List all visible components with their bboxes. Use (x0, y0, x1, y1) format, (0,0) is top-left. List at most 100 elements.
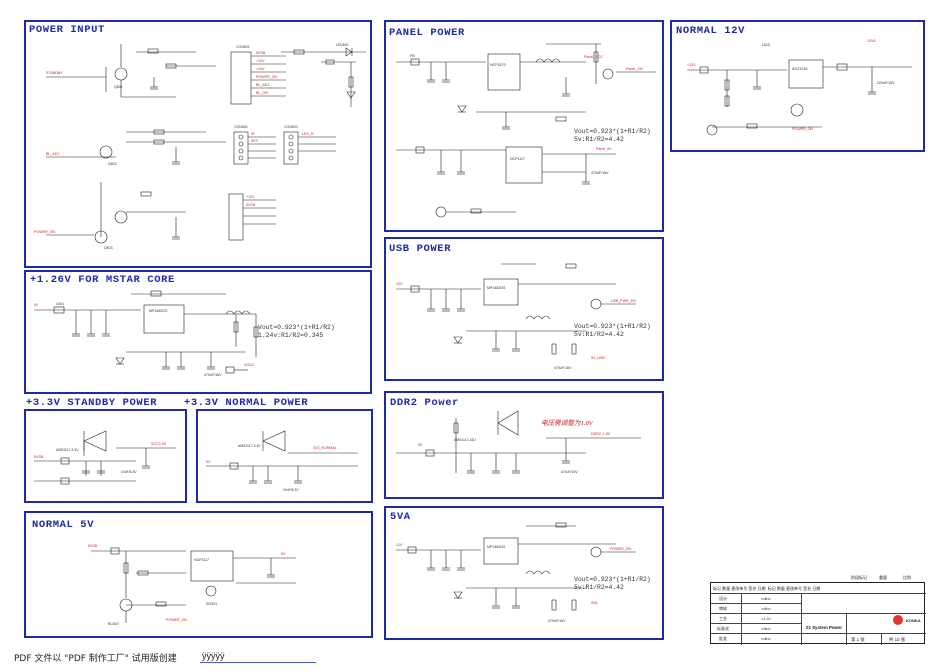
svg-text:NCP3170: NCP3170 (490, 63, 506, 67)
svg-text:LED_R: LED_R (302, 132, 314, 136)
svg-text:5V: 5V (34, 303, 39, 307)
svg-text:+12V: +12V (246, 195, 255, 199)
svg-text:12V: 12V (396, 282, 403, 286)
tb-headers: 标记 数量 更改单号 签名 日期 标记 数量 更改单号 签名 日期 (713, 586, 821, 591)
panel-power-circuit: NCP3170 NCP1117 FB 470uF/16V Panel_VCC P… (396, 43, 656, 218)
svg-text:POWER_ON: POWER_ON (792, 127, 813, 131)
svg-text:BL_ON: BL_ON (256, 91, 268, 95)
svg-text:POWER_ON: POWER_ON (34, 230, 55, 234)
svg-text:5V_USB: 5V_USB (591, 356, 605, 360)
svg-text:NCP1117: NCP1117 (194, 558, 209, 562)
tb-row-label: 审核 (719, 606, 727, 611)
svg-text:5VSB: 5VSB (34, 455, 44, 459)
tb-row-label: 工艺 (719, 616, 727, 621)
svg-text:3V3_NORMAL: 3V3_NORMAL (313, 446, 337, 450)
svg-text:5V: 5V (206, 460, 211, 464)
svg-text:AMS1117-3.3V: AMS1117-3.3V (238, 444, 261, 448)
block-normal-33: AMS1117-3.3V 10uF/6.3V 5V 3V3_NORMAL (196, 409, 373, 503)
svg-text:NCP1117: NCP1117 (510, 157, 525, 161)
svg-text:Panel_5V: Panel_5V (596, 147, 612, 151)
svg-text:220uF/16V: 220uF/16V (877, 81, 895, 85)
pdf-footer-link[interactable]: ÿÿÿÿÿ (202, 651, 225, 661)
svg-text:+12V: +12V (256, 59, 265, 63)
block-standby-33: AMS1117-3.3V 10uF/6.3V 5VSB VCC3.3V (24, 409, 187, 503)
svg-text:470uF/16V: 470uF/16V (554, 366, 572, 370)
svg-text:5VSB: 5VSB (88, 544, 98, 548)
tb-row-label: 批准 (719, 636, 727, 641)
svg-text:POWER_ON: POWER_ON (256, 75, 277, 79)
ddr2-note: 电压需调整为1.8V (541, 420, 593, 427)
standby-33-title: +3.3V STANDBY POWER (26, 397, 158, 409)
vout-formula: Vout=0.923*(1+R1/R2) 5v:R1/R2=4.42 (574, 323, 651, 338)
svg-text:MP1482DS: MP1482DS (149, 309, 168, 313)
svg-text:AOZ1016: AOZ1016 (792, 67, 807, 71)
block-title: PANEL POWER (389, 27, 465, 39)
page-number: 第 1 张 (851, 637, 865, 642)
block-panel-power: PANEL POWER Vout=0.923*(1+R1/R2) 5v:R1/R… (384, 20, 664, 232)
svg-text:12VA: 12VA (867, 39, 876, 43)
va5-circuit: MP1482DS 470uF/16V 12V 5VA POWER_ON (396, 522, 636, 623)
block-title: NORMAL 12V (676, 25, 746, 37)
tb-row-value: <dln> (761, 636, 772, 641)
tb-row-value: <1.0> (761, 616, 772, 621)
tb-row-label: 标准化 (717, 626, 729, 631)
svg-text:470uF/16V: 470uF/16V (591, 171, 609, 175)
svg-text:AMS1117-ADJ: AMS1117-ADJ (454, 438, 476, 442)
svg-text:MP1482DS: MP1482DS (487, 286, 506, 290)
block-title: 5VA (390, 511, 411, 523)
svg-text:12V: 12V (396, 543, 403, 547)
block-ddr2: DDR2 Power 电压需调整为1.8V AMS11 (384, 391, 664, 499)
svg-text:MP1482DS: MP1482DS (487, 545, 506, 549)
normal-33-circuit: AMS1117-3.3V 10uF/6.3V 5V 3V3_NORMAL (206, 430, 358, 492)
block-mstar-core: +1.26V FOR MSTAR CORE Vout=0.923*(1+R1/R… (24, 270, 372, 394)
svg-text:USB_PWR_EN: USB_PWR_EN (611, 299, 636, 303)
normal-33-title: +3.3V NORMAL POWER (184, 397, 309, 409)
svg-text:5VA: 5VA (591, 601, 598, 605)
svg-text:10uF/6.3V: 10uF/6.3V (121, 470, 137, 474)
block-title: DDR2 Power (390, 397, 460, 409)
svg-text:VCC3.3V: VCC3.3V (151, 442, 167, 446)
normal-12v-circuit: AOZ1016 L610 220uF/16V +12V 12VA POWER_O… (687, 39, 912, 136)
standby-33-circuit: AMS1117-3.3V 10uF/6.3V 5VSB VCC3.3V (34, 430, 176, 485)
svg-text:BL_ADJ: BL_ADJ (46, 152, 59, 156)
tb-row-label: 设计 (719, 596, 727, 601)
block-usb-power: USB POWER Vout=0.923*(1+R1/R2) 5v:R1/R2=… (384, 237, 664, 381)
block-title: NORMAL 5V (32, 519, 95, 531)
svg-text:POWER_ON: POWER_ON (166, 618, 187, 622)
svg-text:Q601: Q601 (114, 85, 123, 89)
normal-5v-circuit: NCP1117 BC847 SI2301 5VSB 5V POWER_ON (88, 544, 296, 626)
logo-text: KONKA (906, 618, 921, 623)
block-title: +1.26V FOR MSTAR CORE (30, 274, 175, 286)
svg-text:SI2301: SI2301 (206, 602, 217, 606)
block-title: USB POWER (389, 243, 452, 255)
svg-text:FB: FB (410, 54, 415, 58)
svg-text:470uF/16V: 470uF/16V (548, 619, 566, 623)
svg-text:5VSB: 5VSB (246, 203, 256, 207)
svg-text:Q602: Q602 (108, 162, 117, 166)
pdf-footer-text: PDF 文件以 "PDF 制作工厂" 试用版创建 (14, 654, 177, 664)
vout-formula: Vout=0.923*(1+R1/R2) 1.24v:R1/R2=0.345 (258, 324, 335, 339)
svg-text:L610: L610 (762, 43, 770, 47)
block-normal-5v: NORMAL 5V NCP1117 (24, 511, 373, 638)
konka-logo-icon (893, 615, 903, 625)
svg-text:Panel_ON: Panel_ON (626, 67, 643, 71)
tb-corner-a: 阶段标记 (851, 575, 867, 580)
svg-text:BC847: BC847 (108, 622, 119, 626)
tb-row-value: <dln> (761, 626, 772, 631)
title-block: 标记 数量 更改单号 签名 日期 标记 数量 更改单号 签名 日期 阶段标记 重… (710, 575, 926, 645)
svg-text:IR: IR (251, 132, 255, 136)
tb-row-value: <dln> (761, 596, 772, 601)
svg-text:AMS1117-3.3V: AMS1117-3.3V (56, 448, 79, 452)
svg-text:+24V: +24V (256, 67, 265, 71)
block-5va: 5VA Vout=0.923*(1+R1/R2) 5v:R1/R2=4.42 (384, 506, 664, 640)
mstar-core-circuit: MP1482DS L601 470uF/16V 5V VDDC (34, 290, 259, 377)
svg-text:L601: L601 (56, 302, 64, 306)
svg-text:5VSB: 5VSB (256, 51, 266, 55)
tb-corner-c: 比例 (903, 575, 911, 580)
svg-text:5V: 5V (281, 552, 286, 556)
svg-text:5V: 5V (418, 443, 423, 447)
block-normal-12v: NORMAL 12V AO (670, 20, 925, 152)
ddr2-circuit: AMS1117-ADJ 470uF/16V 5V DDR2_1.8V (396, 410, 641, 474)
tb-row-value: <dln> (761, 606, 772, 611)
